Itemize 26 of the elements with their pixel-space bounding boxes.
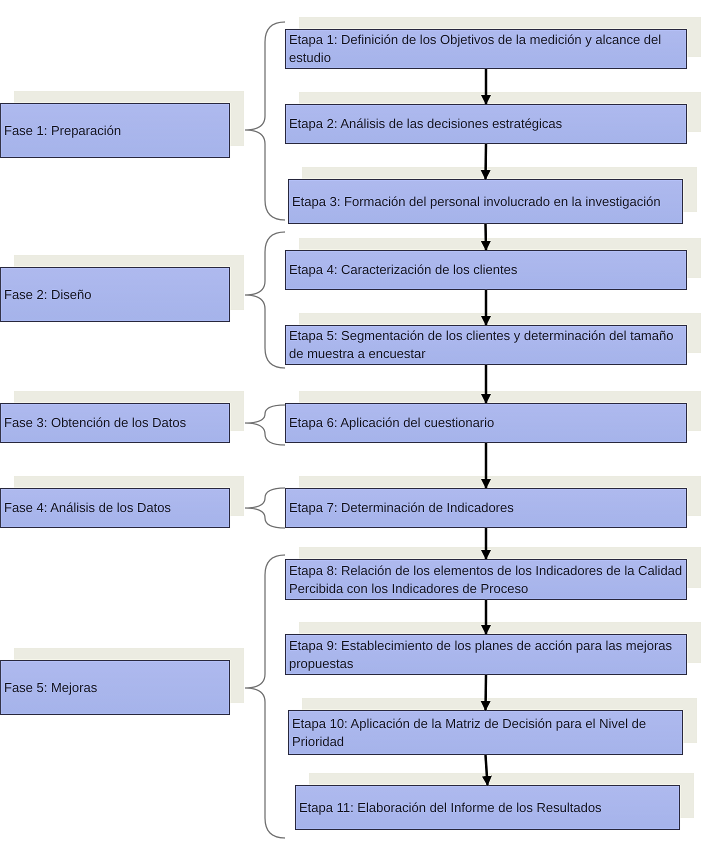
arrow	[481, 290, 491, 326]
box-label: Etapa 9: Establecimiento de los planes de acción para las mejoras propuestas	[289, 636, 673, 672]
box-label: Etapa 8: Relación de los elementos de los Indicadores de la Calidad Percibida con los Indicadores de Proceso	[289, 562, 683, 598]
arrow	[480, 224, 491, 251]
arrow	[480, 674, 491, 711]
arrow	[481, 365, 491, 404]
arrow	[481, 528, 491, 560]
box-label: Fase 1: Preparación	[4, 122, 122, 140]
arrow	[482, 754, 492, 786]
box-label: Etapa 2: Análisis de las decisiones estratégicas	[289, 115, 562, 133]
box-label: Fase 3: Obtención de los Datos	[4, 414, 186, 432]
box-label: Fase 4: Análisis de los Datos	[4, 499, 171, 517]
box-label: Etapa 1: Definición de los Objetivos de la medición y alcance del estudio	[289, 31, 662, 67]
box-label: Etapa 5: Segmentación de los clientes y determinación del tamaño de muestra a encuestar	[289, 327, 674, 363]
box-label: Fase 2: Diseño	[4, 286, 92, 304]
box-label: Fase 5: Mejoras	[4, 678, 98, 696]
box-label: Etapa 3: Formación del personal involucrado en la investigación	[292, 192, 661, 210]
arrow	[481, 443, 491, 489]
box-label: Etapa 4: Caracterización de los clientes	[289, 261, 518, 279]
box-label: Etapa 6: Aplicación del cuestionario	[289, 414, 494, 432]
arrow	[481, 600, 491, 635]
arrow	[480, 144, 491, 180]
arrow	[481, 69, 491, 105]
box-label: Etapa 10: Aplicación de la Matriz de Decisión para el Nivel de Prioridad	[292, 714, 648, 750]
box-label: Etapa 11: Elaboración del Informe de los Resultados	[299, 798, 602, 816]
box-label: Etapa 7: Determinación de Indicadores	[289, 499, 514, 517]
